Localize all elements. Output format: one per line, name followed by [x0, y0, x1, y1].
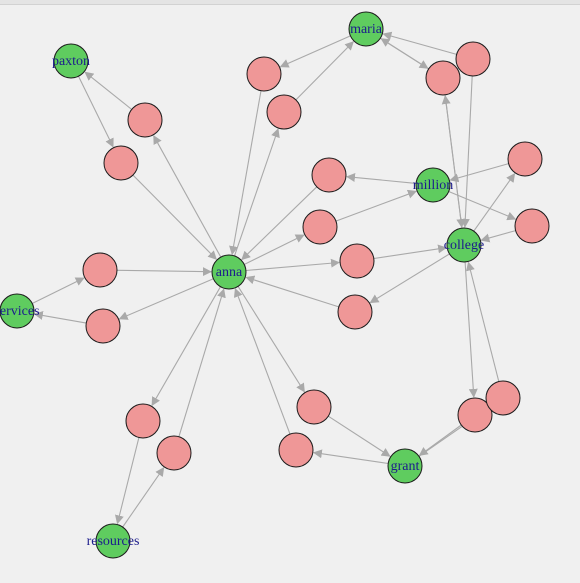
node-unlabeled-p6	[302, 209, 338, 245]
edge-million-to-p5	[346, 173, 417, 184]
node-maria	[348, 11, 384, 47]
node-unlabeled-p11	[425, 60, 461, 96]
node-college	[446, 227, 482, 263]
edge-p7-to-college	[373, 244, 448, 260]
edge-p3-to-paxton	[84, 71, 133, 110]
edge-million-to-p14	[448, 190, 517, 221]
node-resources	[95, 523, 131, 559]
edge-services-to-p9	[31, 277, 85, 304]
edge-resources-to-p16	[122, 467, 165, 528]
node-unlabeled-p20	[485, 380, 521, 416]
edges-layer	[31, 31, 517, 528]
node-unlabeled-p8	[337, 294, 373, 330]
node-label-maria: maria	[350, 22, 383, 37]
node-unlabeled-p19	[457, 397, 493, 433]
node-label-services: services	[0, 304, 40, 319]
node-unlabeled-p4	[103, 145, 139, 181]
node-unlabeled-p3	[127, 102, 163, 138]
edge-p18-to-anna	[233, 287, 291, 435]
edge-p17-to-grant	[328, 415, 391, 457]
edge-p15-to-resources	[114, 437, 140, 525]
node-anna	[211, 254, 247, 290]
edge-college-to-p13	[473, 172, 516, 232]
labels-layer: anna maria paxton million college services res…	[0, 22, 484, 549]
edge-p13-to-million	[449, 163, 509, 183]
nodes-layer	[0, 11, 550, 559]
node-million	[415, 167, 451, 203]
node-label-paxton: paxton	[52, 54, 90, 69]
edge-p6-to-million	[335, 189, 417, 222]
node-label-resources: resources	[87, 534, 140, 549]
edge-p10-to-services	[33, 311, 87, 324]
edge-p8-to-anna	[245, 275, 339, 308]
edge-anna-to-p17	[237, 286, 305, 393]
edge-grant-to-p18	[312, 449, 389, 465]
edge-maria-to-p1	[279, 35, 351, 68]
edge-p12-to-maria	[382, 31, 457, 55]
edge-p12-to-college	[460, 75, 473, 228]
edge-anna-to-p15	[151, 286, 221, 407]
edge-anna-to-p3	[153, 135, 222, 258]
node-unlabeled-p5	[311, 157, 347, 193]
edge-anna-to-p6	[243, 234, 305, 265]
edge-anna-to-p7	[245, 258, 340, 272]
edge-paxton-to-p4	[78, 76, 114, 148]
node-unlabeled-p2	[266, 94, 302, 130]
node-unlabeled-p12	[455, 41, 491, 77]
node-unlabeled-p9	[82, 252, 118, 288]
edge-p1-to-anna	[229, 90, 262, 256]
node-unlabeled-p14	[514, 208, 550, 244]
edge-p14-to-college	[480, 230, 516, 243]
node-unlabeled-p7	[339, 243, 375, 279]
edge-p2-to-maria	[295, 41, 354, 101]
edge-college-to-p11	[441, 95, 463, 229]
node-unlabeled-p17	[296, 389, 332, 425]
node-label-million: million	[413, 178, 453, 193]
window-top-border	[0, 0, 580, 5]
edge-anna-to-p10	[118, 278, 214, 320]
node-unlabeled-p13	[507, 141, 543, 177]
node-unlabeled-p15	[125, 403, 161, 439]
node-label-college: college	[444, 238, 484, 253]
node-label-grant: grant	[391, 459, 420, 474]
edge-p16-to-anna	[178, 288, 226, 437]
node-unlabeled-p1	[246, 56, 282, 92]
node-paxton	[53, 43, 89, 79]
edge-p11-to-maria	[380, 38, 429, 70]
edge-college-to-p19	[464, 261, 478, 398]
edge-p4-to-anna	[132, 174, 217, 260]
edge-anna-to-p2	[233, 128, 280, 257]
node-unlabeled-p16	[156, 435, 192, 471]
edge-p5-to-anna	[241, 186, 318, 261]
edge-p19-to-grant	[418, 424, 462, 456]
edge-college-to-p8	[369, 253, 450, 304]
node-services	[0, 293, 35, 329]
node-grant	[387, 448, 423, 484]
node-unlabeled-p10	[85, 308, 121, 344]
edge-p9-to-anna	[116, 267, 212, 277]
edge-p20-to-college	[466, 261, 500, 382]
node-label-anna: anna	[216, 265, 243, 280]
node-unlabeled-p18	[278, 432, 314, 468]
